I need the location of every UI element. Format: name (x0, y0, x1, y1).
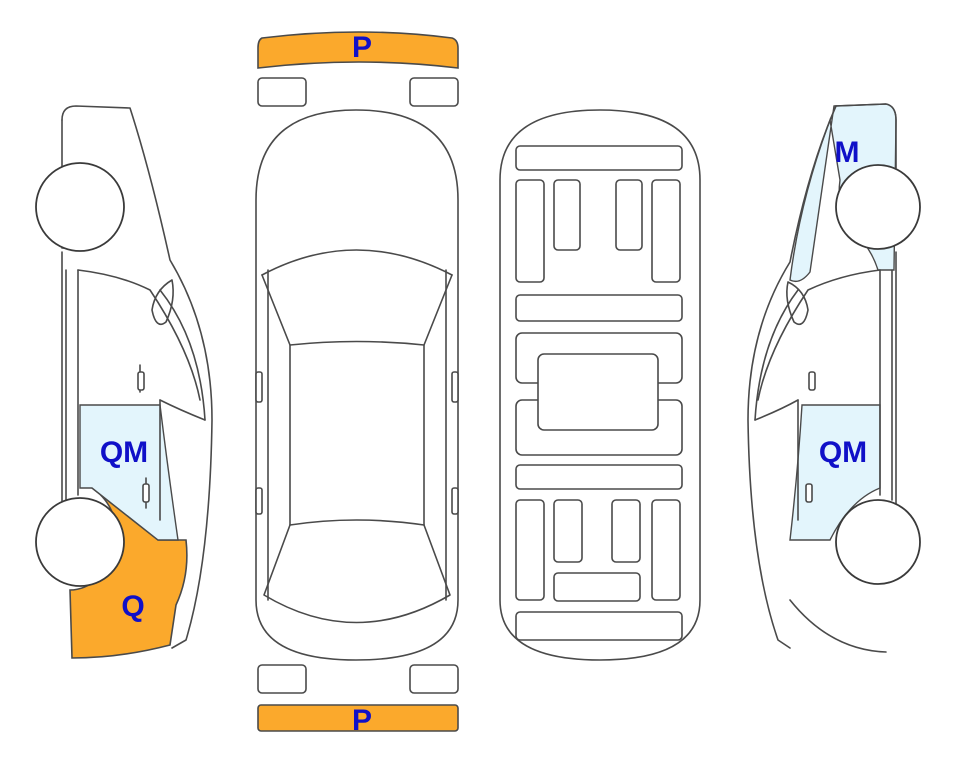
rear-bumper-panel[interactable] (257, 704, 459, 732)
right-front-fender-label: M (835, 136, 860, 169)
car-interior-view (499, 109, 701, 661)
rear-bumper-label: P (352, 704, 372, 737)
left-rear-quarter-label: Q (121, 590, 144, 623)
front-bumper-panel[interactable] (257, 31, 459, 69)
car-top-view (255, 109, 459, 661)
rear-left-light (257, 664, 307, 694)
rear-bumper-group: P (257, 664, 459, 737)
left-rear-door-panel[interactable] (79, 404, 179, 541)
left-rear-door-label: QM (100, 436, 148, 469)
right-rear-door-panel[interactable] (789, 404, 881, 541)
front-right-light (409, 77, 459, 107)
car-right-side-view: M QM (747, 103, 921, 653)
rear-right-light (409, 664, 459, 694)
front-bumper-label: P (352, 31, 372, 64)
front-bumper-group: P (257, 31, 459, 107)
car-left-side-view: QM Q (35, 105, 213, 659)
right-rear-door-label: QM (819, 436, 867, 469)
front-left-light (257, 77, 307, 107)
